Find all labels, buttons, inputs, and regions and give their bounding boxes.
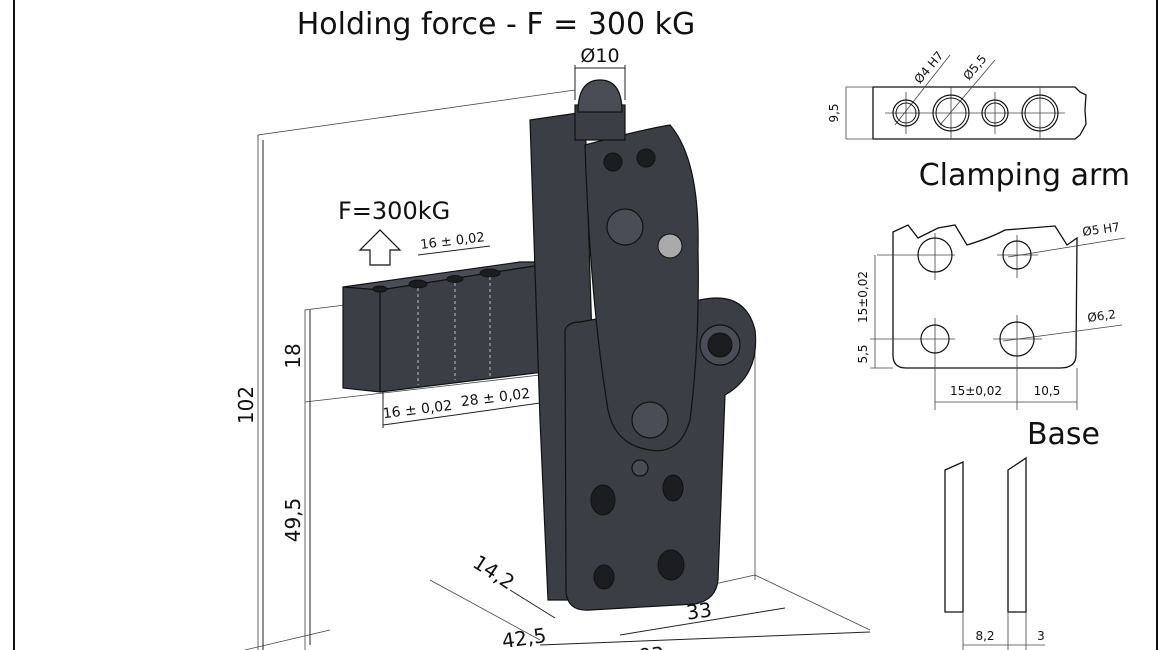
dim-depth: 42,5 — [500, 623, 547, 650]
dim-arm-height: 18 — [281, 343, 305, 368]
side-view — [944, 456, 1045, 650]
base-dim-hole-large: Ø6,2 — [1086, 307, 1116, 325]
dim-spindle-dia: Ø10 — [580, 45, 619, 67]
force-arrow-icon — [358, 229, 402, 266]
dim-hole-pitch-top: 16 ± 0,02 — [420, 230, 486, 253]
dim-arm-position: 49,5 — [281, 498, 305, 543]
dim-hole-pitch-bottom-2: 28 ± 0,02 — [460, 386, 531, 410]
force-label: F=300kG — [338, 197, 450, 225]
dim-total-length: 93 — [638, 642, 665, 650]
clamp-lever — [574, 79, 699, 452]
dim-total-height: 102 — [234, 386, 258, 424]
side-dim-gap: 8,2 — [975, 629, 994, 643]
base-label: Base — [1027, 417, 1100, 452]
base-dim-horizontal-pitch: 15±0,02 — [950, 384, 1002, 398]
base-detail — [870, 224, 1126, 410]
arm-dim-hole-small: Ø4 H7 — [912, 49, 947, 87]
arm-dim-hole-large: Ø5,5 — [960, 52, 989, 83]
clamping-arm-3d — [342, 261, 561, 393]
base-dim-vertical-pitch: 15±0,02 — [856, 271, 870, 323]
drawing-title: Holding force - F = 300 kG — [297, 7, 696, 42]
base-dim-hole-small: Ø5 H7 — [1081, 220, 1120, 239]
dimension-lines — [262, 65, 871, 650]
dim-hole-pitch-bottom-1: 16 ± 0,02 — [382, 398, 453, 422]
dim-base-length: 33 — [685, 597, 714, 624]
arm-dim-height: 9,5 — [827, 103, 841, 122]
dim-base-width: 14,2 — [469, 550, 519, 594]
clamping-arm-label: Clamping arm — [919, 158, 1130, 193]
base-dim-edge-right: 10,5 — [1034, 384, 1061, 398]
base-dim-edge-offset: 5,5 — [856, 344, 870, 363]
side-dim-thickness: 3 — [1037, 629, 1045, 643]
construction-lines — [244, 89, 871, 650]
clamping-arm-detail — [845, 54, 1087, 140]
